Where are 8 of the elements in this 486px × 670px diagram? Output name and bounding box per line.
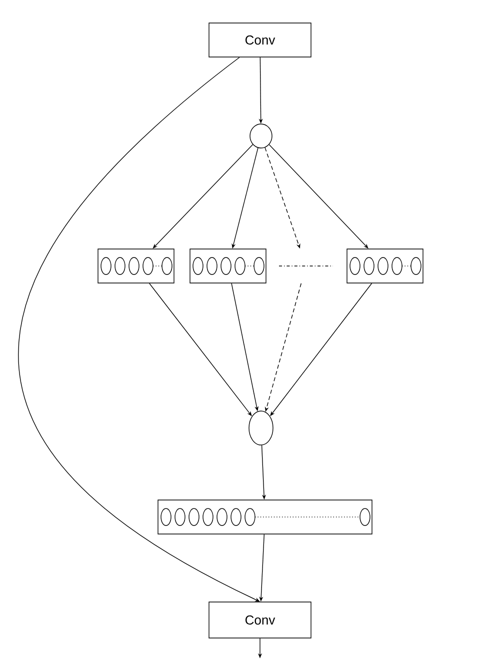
layer-box: Conv bbox=[208, 22, 312, 58]
layer-box: Conv bbox=[208, 602, 312, 638]
neuron-layer-box bbox=[346, 248, 424, 284]
junction-circle bbox=[248, 410, 274, 446]
neuron-layer-box bbox=[98, 248, 174, 284]
neuron-layer-box bbox=[190, 248, 266, 284]
junction-circle bbox=[250, 124, 272, 148]
neuron-layer-box bbox=[158, 500, 372, 534]
